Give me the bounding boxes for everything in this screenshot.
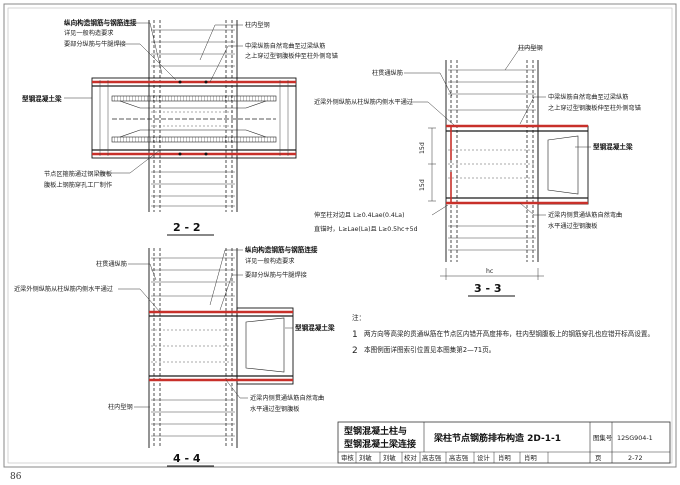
label-4-4-horiz-web: 水平通过型钢腹板: [250, 405, 300, 413]
label-4-4-inner-long-bent: 近梁内侧贯通纵筋自然弯曲: [250, 394, 324, 402]
label-3-3-col-long: 柱贯通纵筋: [372, 69, 403, 77]
note-1-text: 两方向等高梁的贯通纵筋在节点区内错开高度排布，柱内型钢腹板上的钢筋穿孔也应错开标…: [364, 329, 654, 338]
label-3-3-hc: hc: [486, 268, 494, 275]
label-2-2-beam-type: 型钢混凝土梁: [22, 94, 62, 103]
title-atlas-no: 12SG904-1: [617, 434, 653, 442]
note-1-number: 1: [352, 330, 358, 340]
label-2-2-see-general: 详见一般构造要求: [64, 29, 114, 37]
title-check-sig: 刘敏: [383, 453, 396, 462]
section-4-4-drawing: [148, 248, 294, 448]
label-4-4-part-weld: 要部分纵筋与牛腿焊接: [245, 271, 307, 279]
label-3-3-pass-web: 之上穿过型钢腹板伸至柱外侧弯锚: [548, 104, 641, 112]
section-4-4-title: 4 - 4: [173, 452, 201, 465]
note-2-text: 本图例面详图索引位置见本图集第2—71页。: [364, 345, 495, 354]
title-left-2: 型钢混凝土梁连接: [344, 438, 416, 450]
title-proof-name: 高志强: [422, 453, 442, 462]
label-3-3-15d-b: 15d: [419, 179, 426, 191]
section-3-3-title: 3 - 3: [474, 282, 502, 295]
label-3-3-anchor-1: 伸至柱对边且 L≥0.4Lae(0.4La): [314, 211, 405, 219]
notes-heading: 注：: [352, 313, 365, 322]
label-3-3-15d-a: 15d: [419, 142, 426, 154]
label-2-2-steel-in-col: 柱内型钢: [245, 21, 270, 29]
label-3-3-horiz-web: 水平通过型钢腹板: [548, 222, 598, 230]
section-2-2-drawing: [91, 20, 297, 212]
label-4-4-side-long-out: 近梁外侧纵筋从柱纵筋内侧水平通过: [14, 285, 113, 293]
title-check-name: 刘敏: [359, 453, 372, 462]
label-4-4-see-general: 详见一般构造要求: [245, 257, 295, 265]
note-2-number: 2: [352, 346, 358, 356]
title-check-label: 审核: [341, 453, 354, 462]
section-3-3-labels: 柱内型钢 柱贯通纵筋 中梁纵筋自然弯曲至过梁纵筋 之上穿过型钢腹板伸至柱外侧弯锚…: [314, 44, 641, 275]
label-2-2-pass-web: 之上穿过型钢腹板伸至柱外侧弯锚: [245, 52, 338, 60]
title-page-no: 2-72: [628, 454, 643, 462]
title-left-1: 型钢混凝土柱与: [344, 425, 407, 437]
label-4-4-long-rebar-connect: 纵向构造钢筋与钢筋连接: [245, 245, 318, 254]
title-main: 梁柱节点钢筋排布构造 2D-1-1: [433, 432, 561, 444]
label-2-2-part-weld: 要部分纵筋与牛腿焊接: [64, 40, 126, 48]
label-2-2-long-rebar-connect: 纵向构造钢筋与钢筋连接: [64, 18, 137, 27]
section-2-2-title: 2 - 2: [173, 221, 201, 234]
label-4-4-steel-in-col: 柱内型钢: [108, 403, 133, 411]
label-3-3-inner-long-bent: 近梁内侧贯通纵筋自然弯曲: [548, 211, 622, 219]
label-3-3-beam-type: 型钢混凝土梁: [593, 142, 633, 151]
sheet-frame: [3, 3, 677, 468]
title-atlas-label: 图集号: [593, 433, 612, 442]
label-2-2-web-hole: 腹板上钢筋穿孔工厂制作: [44, 181, 112, 189]
title-page-label: 页: [595, 454, 601, 462]
title-design-sig: 肖明: [524, 453, 537, 462]
title-design-label: 设计: [477, 453, 490, 462]
label-2-2-node-zone: 节点区箍筋通过钢梁腹板: [44, 170, 112, 178]
section-4-4-labels: 纵向构造钢筋与钢筋连接 详见一般构造要求 要部分纵筋与牛腿焊接 柱贯通纵筋 近梁…: [14, 245, 335, 413]
section-3-3-drawing: [428, 60, 589, 280]
title-design-name: 肖明: [498, 453, 511, 462]
label-4-4-col-long: 柱贯通纵筋: [96, 260, 127, 268]
page-number: 86: [10, 472, 22, 482]
label-4-4-beam-type: 型钢混凝土梁: [295, 323, 335, 332]
label-3-3-side-long-out: 近梁外侧纵筋从柱纵筋内侧水平通过: [314, 98, 413, 106]
label-3-3-mid-long-bent: 中梁纵筋自然弯曲至过梁纵筋: [548, 93, 628, 101]
label-3-3-anchor-2: 直锚时，L≥Lae(La)且 L≥0.5hc+5d: [314, 225, 418, 233]
label-2-2-mid-long-bent: 中梁纵筋自然弯曲至过梁纵筋: [245, 42, 325, 50]
section-2-2-labels: 纵向构造钢筋与钢筋连接 详见一般构造要求 要部分纵筋与牛腿焊接 柱内型钢 中梁纵…: [22, 18, 338, 189]
title-proof-sig: 高志强: [449, 453, 469, 462]
notes-block: 注： 1 两方向等高梁的贯通纵筋在节点区内错开高度排布，柱内型钢腹板上的钢筋穿孔…: [352, 313, 654, 356]
title-proof-label: 校对: [404, 453, 417, 462]
title-block: 型钢混凝土柱与 型钢混凝土梁连接 梁柱节点钢筋排布构造 2D-1-1 图集号 1…: [337, 421, 671, 464]
